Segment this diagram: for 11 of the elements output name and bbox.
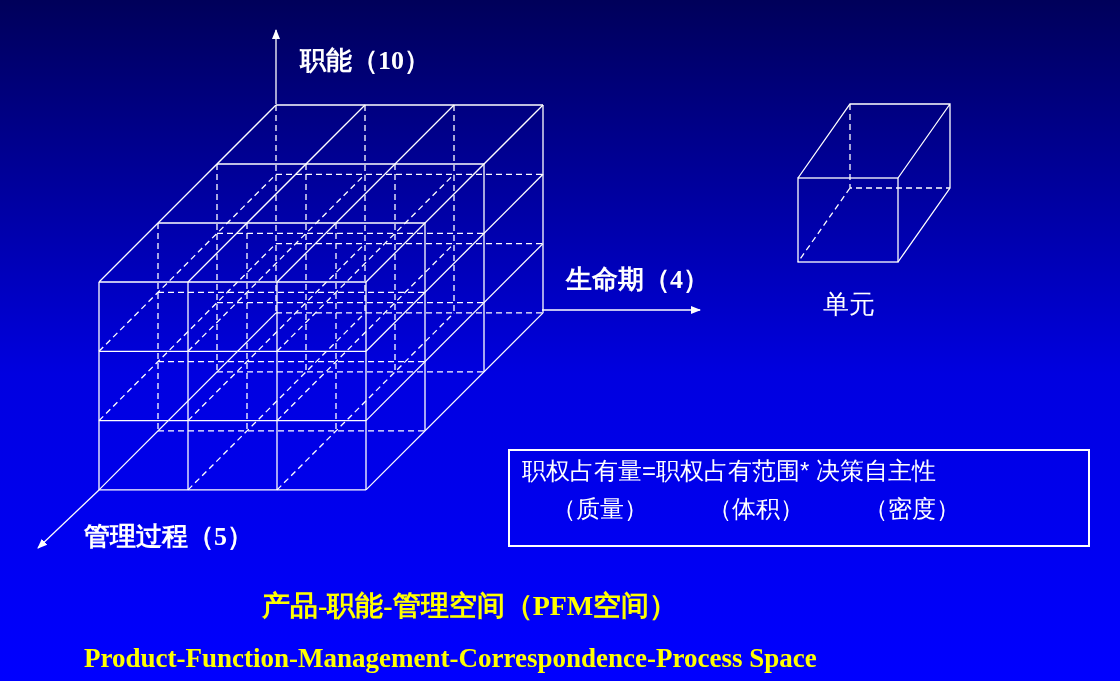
formula-note: （质量） [552, 494, 648, 524]
axis-label: 单元 [823, 288, 875, 321]
axis-label: 管理过程（5） [84, 521, 253, 553]
caption: Product-Function-Management-Correspondence-Process Space [84, 642, 817, 675]
formula-note: （体积） [708, 494, 804, 524]
formula-text: 职权占有量=职权占有范围* 决策自主性 [522, 456, 938, 486]
title: 产品-职能-管理空间（PFM空间） [262, 589, 678, 623]
axis-label: 生命期（4） [566, 264, 709, 296]
formula-note: （密度） [864, 494, 960, 524]
formula-box [508, 449, 1090, 547]
axis-label: 职能（10） [300, 45, 430, 77]
